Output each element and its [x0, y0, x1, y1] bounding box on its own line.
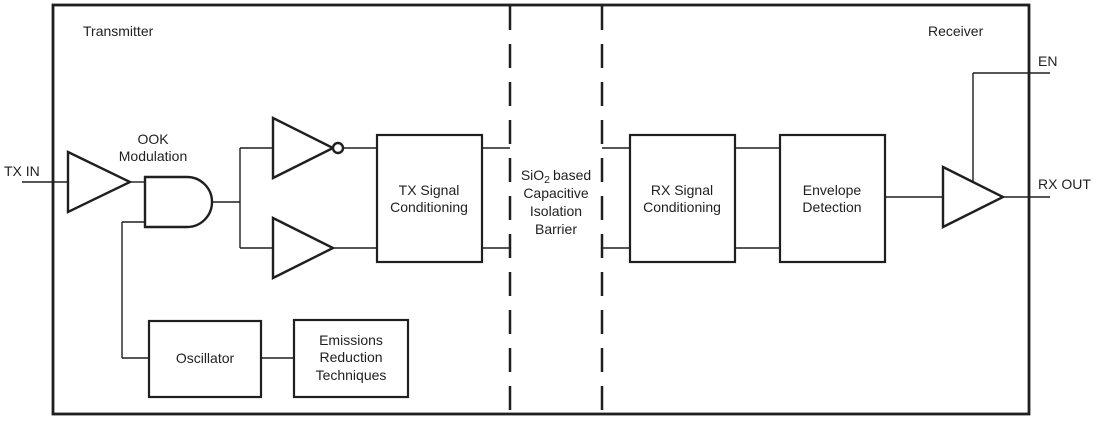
isolation-barrier-label-line3: Isolation: [530, 203, 582, 219]
isolation-barrier-label-line2: Capacitive: [523, 185, 589, 201]
inverter-gate: [271, 116, 336, 180]
en-port-label: EN: [1038, 53, 1057, 69]
tx-signal-conditioning-label-line1: TX Signal: [399, 182, 460, 198]
inverter-bubble: [331, 141, 345, 155]
emissions-reduction-box: [292, 318, 410, 399]
rx-out-port-label: RX OUT: [1038, 176, 1091, 192]
envelope-detection-label-line1: Envelope: [803, 182, 862, 198]
oscillator-box: [147, 319, 263, 399]
isolation-barrier-label-based: based: [553, 167, 591, 183]
rx-signal-conditioning-label-line2: Conditioning: [643, 199, 721, 215]
rx-signal-conditioning-box: [628, 133, 737, 264]
isolation-barrier-label-subscript: 2: [544, 174, 550, 186]
modulation-buffer-gate: [271, 216, 336, 280]
receiver-section-label: Receiver: [928, 23, 984, 39]
tx-input-buffer-gate: [66, 150, 133, 214]
emissions-reduction-label-line2: Reduction: [319, 349, 382, 365]
ook-modulation-label-line1: OOK: [137, 131, 169, 147]
emissions-reduction-label-line3: Techniques: [316, 367, 387, 383]
emissions-reduction-label-line1: Emissions: [319, 332, 383, 348]
transmitter-section-label: Transmitter: [83, 23, 154, 39]
envelope-detection-box: [778, 133, 887, 264]
tx-signal-conditioning-box: [375, 133, 484, 264]
envelope-detection-label-line2: Detection: [802, 199, 861, 215]
oscillator-label: Oscillator: [176, 350, 235, 366]
ook-modulation-label-line2: Modulation: [119, 148, 188, 164]
tx-in-port-label: TX IN: [4, 163, 40, 179]
isolation-barrier-label-line4: Barrier: [535, 221, 577, 237]
tx-signal-conditioning-label-line2: Conditioning: [390, 199, 468, 215]
rx-signal-conditioning-label-line1: RX Signal: [651, 182, 713, 198]
chip-boundary: [51, 3, 1031, 416]
rx-output-buffer-gate: [941, 165, 1006, 229]
and-gate: [143, 175, 214, 229]
isolation-barrier-label-sio: SiO: [521, 167, 544, 183]
